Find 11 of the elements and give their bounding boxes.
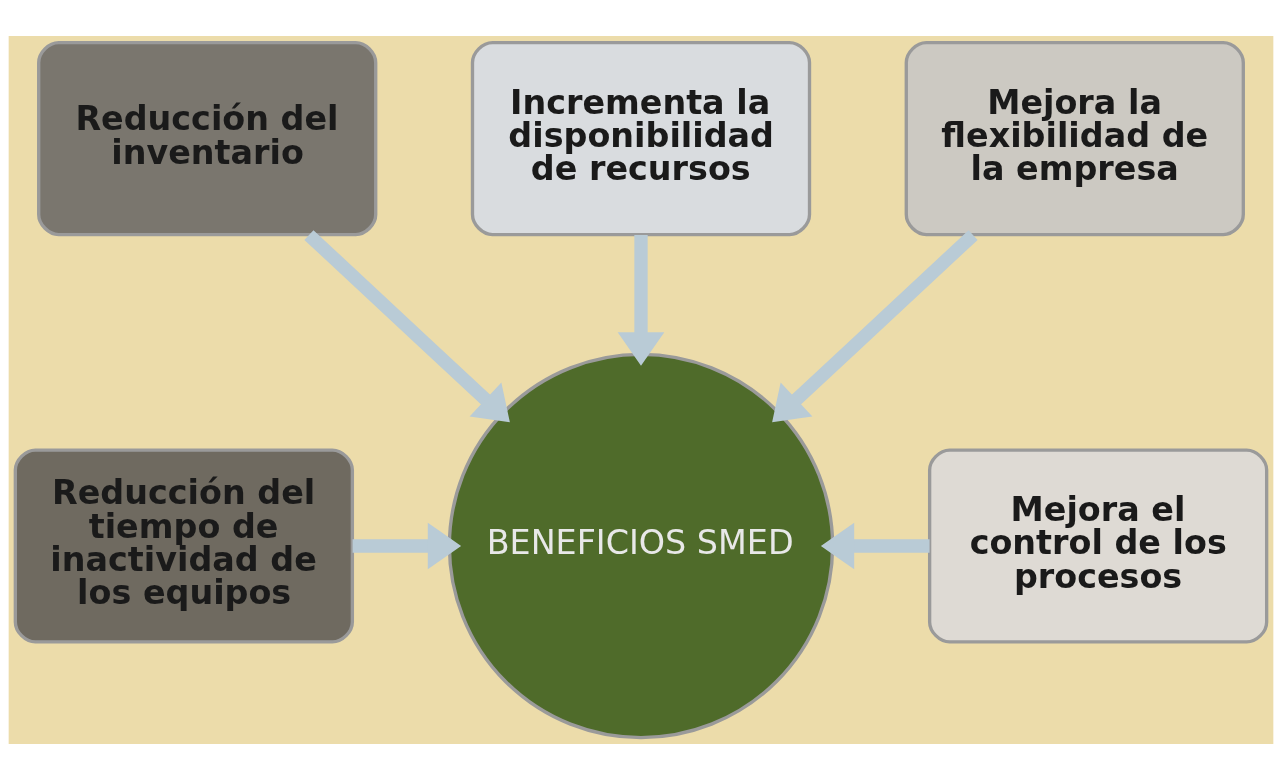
node-box: Reducción del inventario [37,40,378,236]
arrow [772,229,978,422]
arrow [820,522,930,569]
node-box: Reducción del tiempo de inactividad de los equipos [13,447,355,644]
arrow [304,229,510,422]
arrow [352,522,462,569]
node-box: Incrementa la disponibilidad de recursos [470,40,812,236]
node-circle: BENEFICIOS SMED [447,352,835,739]
arrow [617,234,665,366]
node-box: Mejora la flexibilidad de la empresa [904,40,1245,236]
node-box: Mejora el control de los procesos [927,447,1269,644]
